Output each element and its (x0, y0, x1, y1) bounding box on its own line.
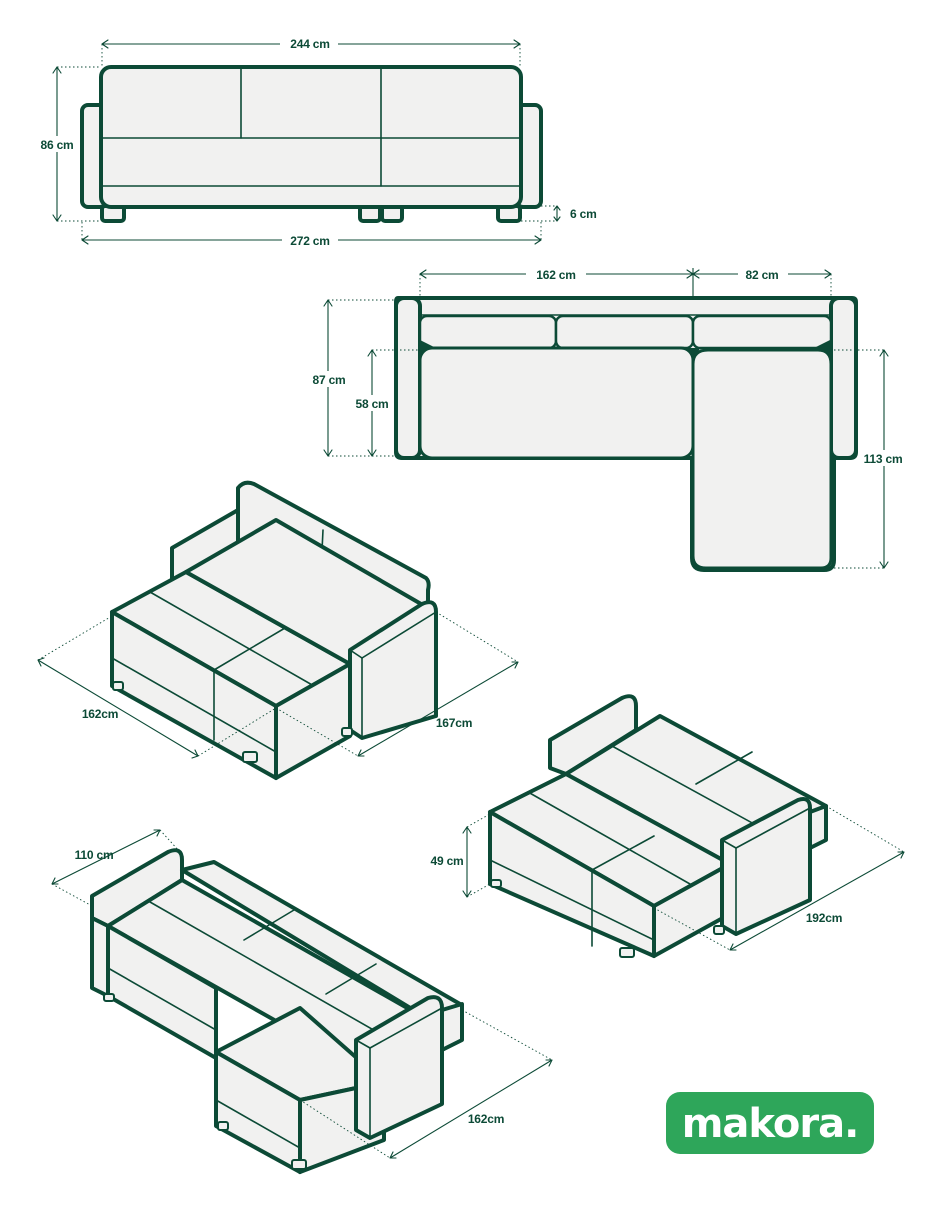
front-leg-height-label: 6 cm (570, 207, 597, 221)
iso-view-1-dimensions (37, 611, 519, 759)
corner-sofa-length-label: 162 cm (536, 268, 576, 282)
iso1-width-label: 167cm (436, 716, 472, 730)
dimension-labels: 244 cm 86 cm 272 cm 6 cm 162 cm 82 cm 87… (34, 35, 906, 1126)
front-view-sofa (80, 65, 543, 223)
corner-chaise-length-label: 113 cm (864, 452, 903, 466)
corner-depth-label: 87 cm (312, 373, 345, 387)
corner-seat-depth-label: 58 cm (355, 397, 388, 411)
iso2-width-label: 192cm (806, 911, 842, 925)
front-width-top-label: 244 cm (290, 37, 330, 51)
iso3-depth-label: 110 cm (75, 848, 114, 862)
iso-view-3-sofa (90, 848, 464, 1174)
brand-logo: makora. (666, 1092, 874, 1154)
logo-text: makora. (682, 1101, 859, 1147)
iso-view-2-sofa (488, 694, 828, 958)
front-height-label: 86 cm (40, 138, 73, 152)
front-width-bottom-label: 272 cm (290, 234, 330, 248)
iso1-depth-label: 162cm (82, 707, 118, 721)
iso-view-3-dimensions (51, 829, 553, 1159)
corner-chaise-width-label: 82 cm (745, 268, 778, 282)
corner-top-view-sofa (394, 296, 858, 572)
iso3-length-label: 162cm (468, 1112, 504, 1126)
iso-view-2-dimensions (462, 805, 905, 951)
iso-view-1-sofa (110, 480, 438, 780)
iso2-seat-height-label: 49 cm (430, 854, 463, 868)
